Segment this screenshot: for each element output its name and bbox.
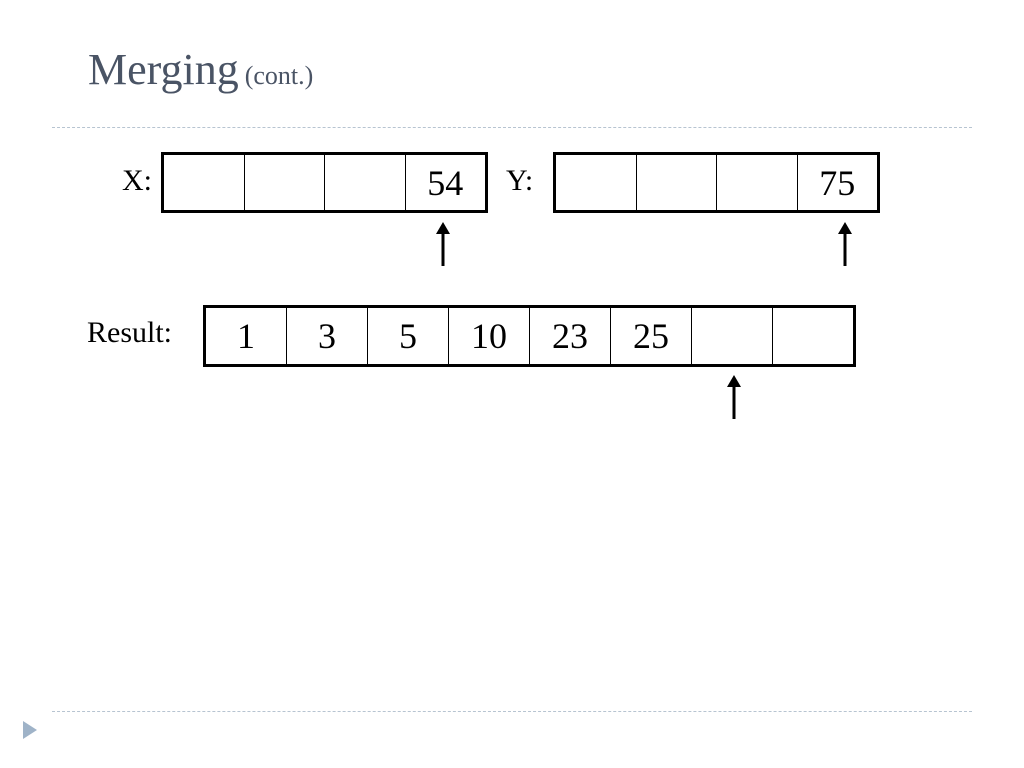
result-cell: 23	[529, 308, 610, 364]
result-array: 1 3 5 10 23 25	[203, 305, 856, 367]
result-cell: 5	[367, 308, 448, 364]
array-x-cell	[243, 155, 325, 210]
array-x-label: X:	[122, 164, 152, 197]
array-y-cell	[556, 155, 636, 210]
play-triangle-icon	[23, 721, 37, 739]
array-x-cell	[164, 155, 244, 210]
array-y-cell	[635, 155, 717, 210]
array-y-cell	[716, 155, 797, 210]
result-label: Result:	[87, 316, 173, 349]
array-y-pointer-arrow	[838, 222, 852, 266]
result-cell: 10	[448, 308, 529, 364]
title-subtitle: (cont.)	[244, 61, 314, 90]
slide-title: Merging(cont.)	[88, 44, 313, 95]
array-x-cell	[324, 155, 405, 210]
array-y-label: Y:	[506, 164, 534, 197]
title-main: Merging	[88, 45, 239, 94]
result-cell	[772, 308, 853, 364]
result-pointer-arrow	[727, 375, 741, 419]
array-y-cell: 75	[796, 155, 878, 210]
top-divider	[52, 127, 972, 128]
array-x-cell: 54	[404, 155, 486, 210]
result-cell	[691, 308, 772, 364]
result-cell: 1	[237, 316, 255, 356]
array-y: 75	[553, 152, 880, 213]
result-cell: 3	[286, 308, 367, 364]
array-x-pointer-arrow	[436, 222, 450, 266]
result-cell: 25	[610, 308, 691, 364]
array-x: 54	[161, 152, 488, 213]
bottom-divider	[52, 711, 972, 712]
